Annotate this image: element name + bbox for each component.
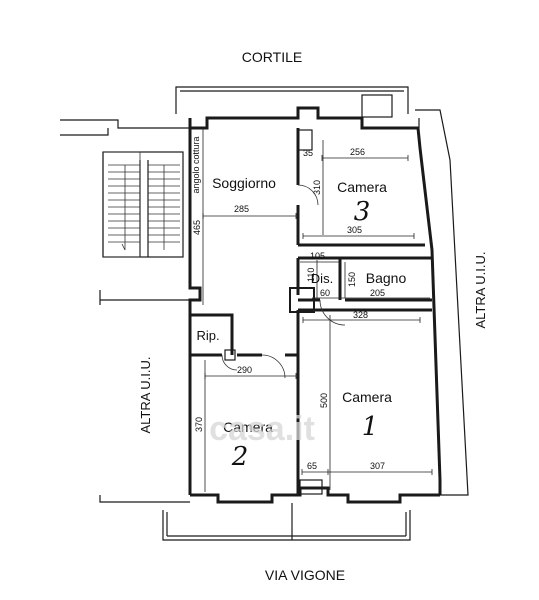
dim-150: 150	[347, 272, 357, 287]
room-hall: Dis.	[311, 271, 333, 286]
room-camera2: Camera	[223, 419, 273, 435]
door-swings	[221, 184, 346, 379]
dim-60: 60	[320, 288, 330, 298]
room-camera1-number: 1	[362, 412, 379, 442]
dim-256: 256	[350, 147, 365, 157]
dim-328: 328	[353, 310, 368, 320]
watermark: casa.it	[209, 410, 315, 448]
room-camera3: Camera	[337, 179, 387, 195]
room-camera2-number: 2	[231, 442, 249, 472]
dim-305: 305	[347, 225, 362, 235]
dim-500: 500	[319, 393, 329, 408]
stairwell	[102, 151, 184, 258]
courtyard-label: CORTILE	[242, 49, 302, 65]
street-label: VIA VIGONE	[265, 567, 345, 583]
room-storage: Rip.	[196, 328, 219, 343]
room-camera3-number: 3	[354, 197, 371, 227]
dim-307: 307	[370, 461, 385, 471]
dim-110: 110	[306, 268, 316, 282]
room-camera1: Camera	[342, 389, 392, 405]
dimension-lines	[202, 128, 433, 492]
dim-465: 465	[192, 220, 202, 235]
dim-35: 35	[303, 148, 313, 158]
dim-65: 65	[307, 461, 317, 471]
dim-310: 310	[312, 180, 322, 195]
dim-290: 290	[237, 365, 252, 375]
dim-285: 285	[234, 204, 249, 214]
dim-370: 370	[194, 417, 204, 432]
room-living: Soggiorno	[212, 175, 276, 191]
room-bath: Bagno	[366, 270, 407, 286]
outer-walls	[60, 86, 469, 541]
dim-205: 205	[370, 288, 385, 298]
interior-walls	[190, 128, 432, 495]
neighbor-left-label: ALTRA U.I.U.	[138, 356, 153, 433]
neighbor-right-label: ALTRA U.I.U.	[473, 251, 488, 328]
dim-105: 105	[310, 251, 325, 261]
kitchen-corner-label: angolo cottura	[191, 136, 201, 193]
